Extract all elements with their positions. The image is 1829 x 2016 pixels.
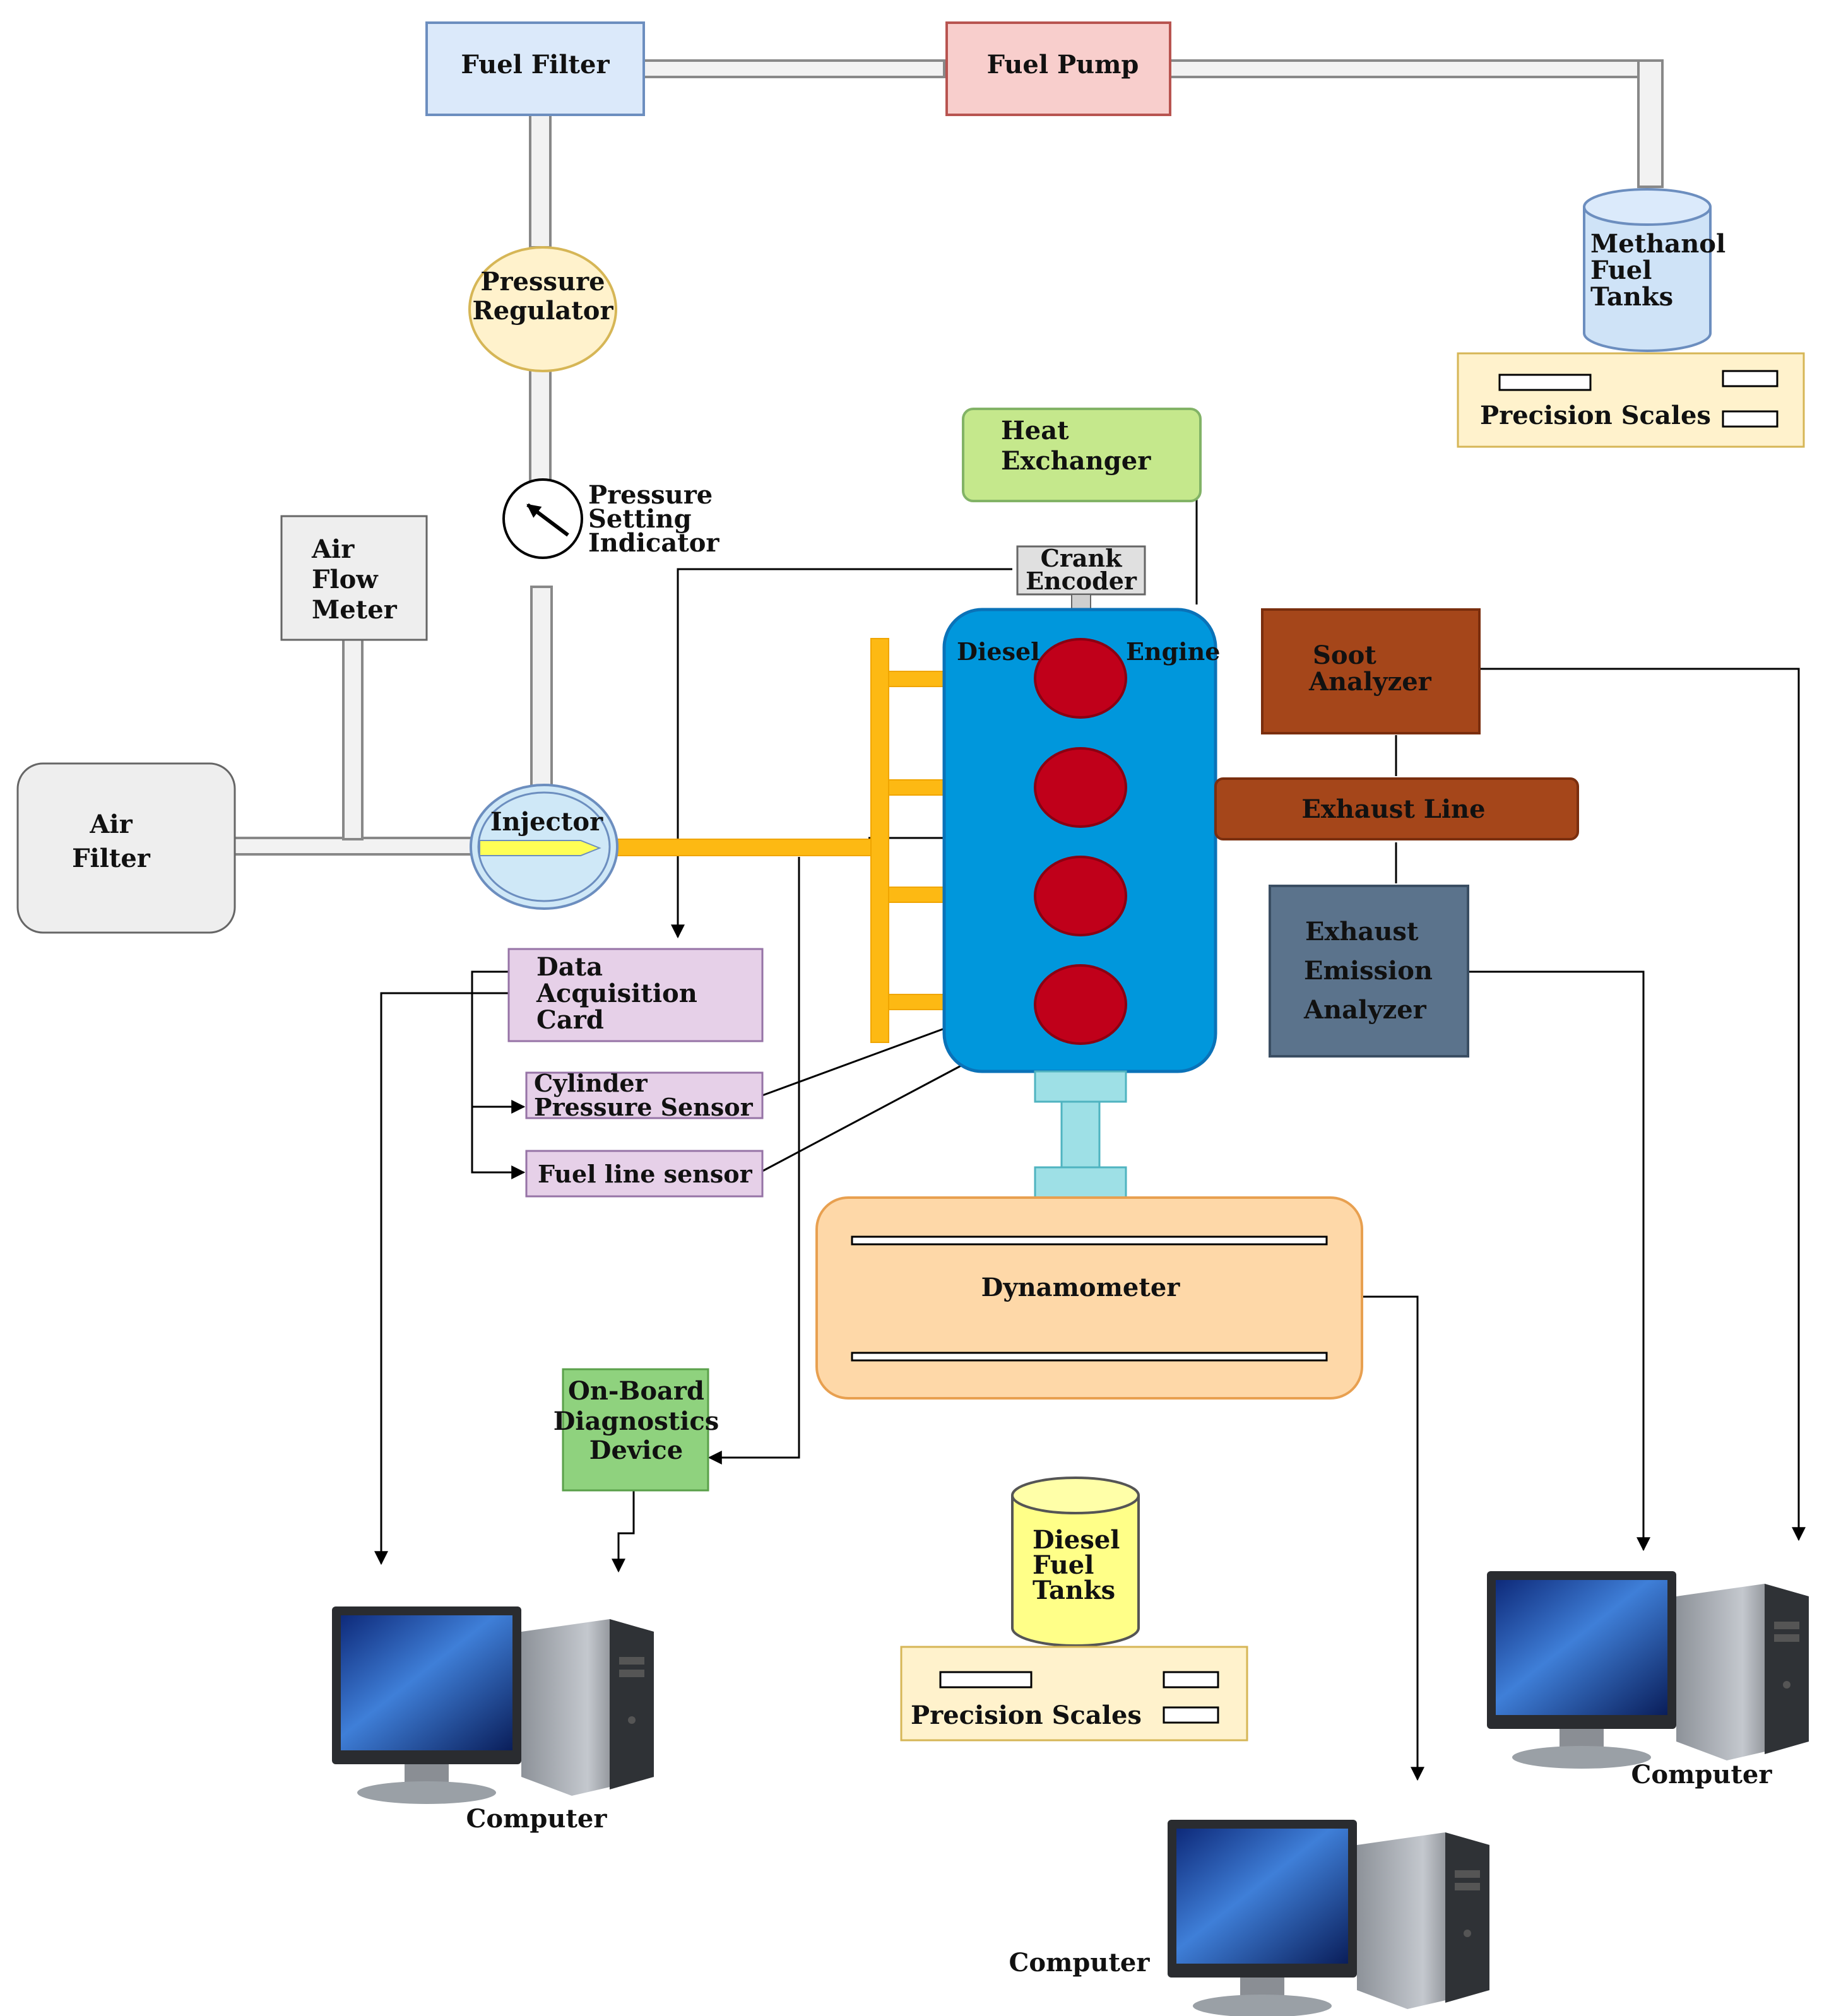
svg-text:Air: Air	[89, 810, 133, 839]
svg-text:Computer: Computer	[466, 1804, 608, 1834]
svg-text:Computer: Computer	[1009, 1948, 1151, 1978]
svg-text:Computer: Computer	[1631, 1760, 1773, 1789]
svg-text:Cylinder: Cylinder	[534, 1069, 648, 1097]
air-flow-meter: Air Flow Meter	[280, 515, 428, 641]
svg-text:Emission: Emission	[1304, 956, 1433, 986]
svg-text:On-Board: On-Board	[568, 1376, 704, 1406]
svg-text:Diesel: Diesel	[1033, 1525, 1120, 1555]
svg-text:Encoder: Encoder	[1026, 567, 1137, 595]
fuel-pump: Fuel Pump	[945, 21, 1171, 116]
cylinder-3	[1034, 856, 1127, 936]
svg-text:Crank: Crank	[1041, 544, 1123, 572]
precision-scales-diesel: Precision Scales	[900, 1646, 1248, 1742]
svg-text:Fuel line sensor: Fuel line sensor	[538, 1160, 753, 1188]
intake-manifold	[615, 638, 947, 1043]
svg-text:Heat: Heat	[1001, 416, 1069, 445]
exhaust-emission-analyzer: Exhaust Emission Analyzer	[1269, 885, 1469, 1058]
svg-text:Fuel: Fuel	[1590, 256, 1652, 285]
svg-text:Device: Device	[589, 1435, 683, 1465]
svg-text:Analyzer: Analyzer	[1303, 995, 1427, 1025]
svg-text:Exchanger: Exchanger	[1001, 446, 1151, 476]
on-board-diagnostics-device: On-Board Diagnostics Device	[553, 1368, 719, 1492]
svg-text:Filter: Filter	[72, 844, 151, 873]
svg-text:Indicator: Indicator	[588, 528, 719, 558]
fuel-pipes	[232, 59, 1664, 856]
cylinder-4	[1034, 964, 1127, 1045]
methanol-fuel-tanks: Methanol Fuel Tanks	[1583, 188, 1725, 352]
svg-text:Pressure: Pressure	[588, 480, 713, 510]
svg-text:Diagnostics: Diagnostics	[553, 1406, 719, 1436]
diesel-fuel-tanks: Diesel Fuel Tanks	[1011, 1477, 1140, 1647]
heat-exchanger: Heat Exchanger	[962, 408, 1202, 502]
svg-text:Pressure: Pressure	[480, 267, 605, 297]
computer-bottom: Computer	[1009, 1820, 1489, 2016]
fuel-line-sensor: Fuel line sensor	[525, 1150, 764, 1198]
svg-text:Meter: Meter	[312, 595, 398, 625]
svg-text:Methanol: Methanol	[1590, 229, 1725, 259]
svg-text:Fuel: Fuel	[1033, 1550, 1094, 1580]
svg-text:Acquisition: Acquisition	[536, 979, 697, 1008]
svg-text:Dynamometer: Dynamometer	[981, 1273, 1181, 1302]
computer-left: Computer	[332, 1606, 654, 1834]
pressure-setting-indicator: Pressure Setting Indicator	[502, 478, 719, 559]
cylinder-2	[1034, 747, 1127, 828]
computer-right: Computer	[1487, 1571, 1809, 1789]
exhaust-line: Exhaust Line	[1214, 777, 1579, 840]
diesel-engine: Diesel Engine	[942, 608, 1220, 1073]
svg-text:Fuel Filter: Fuel Filter	[461, 50, 610, 80]
crank-encoder: Crank Encoder	[1016, 544, 1146, 613]
cylinder-pressure-sensor: Cylinder Pressure Sensor	[525, 1069, 764, 1121]
svg-text:Soot: Soot	[1313, 640, 1376, 670]
svg-text:Precision Scales: Precision Scales	[1480, 401, 1711, 430]
drive-shaft	[1034, 1070, 1127, 1199]
soot-analyzer: Soot Analyzer	[1261, 608, 1481, 734]
svg-text:Tanks: Tanks	[1590, 282, 1673, 312]
data-acquisition-card: Data Acquisition Card	[507, 948, 764, 1042]
svg-text:Air: Air	[311, 534, 355, 564]
svg-text:Data: Data	[536, 952, 603, 982]
air-filter: Air Filter	[16, 762, 236, 934]
svg-text:Analyzer: Analyzer	[1308, 667, 1432, 697]
svg-text:Exhaust Line: Exhaust Line	[1301, 794, 1485, 824]
svg-text:Fuel Pump: Fuel Pump	[987, 50, 1139, 80]
svg-text:Exhaust: Exhaust	[1305, 917, 1419, 946]
dynamometer: Dynamometer	[815, 1196, 1363, 1400]
cylinder-1	[1034, 638, 1127, 719]
fuel-filter: Fuel Filter	[425, 21, 645, 116]
svg-text:Engine: Engine	[1126, 637, 1220, 666]
svg-text:Pressure Sensor: Pressure Sensor	[534, 1093, 754, 1121]
svg-text:Regulator: Regulator	[472, 296, 613, 326]
svg-text:Precision Scales: Precision Scales	[911, 1701, 1142, 1730]
svg-text:Setting: Setting	[588, 504, 692, 534]
svg-text:Card: Card	[536, 1005, 604, 1035]
pressure-regulator: Pressure Regulator	[468, 246, 617, 372]
injector: Injector	[470, 784, 619, 910]
svg-text:Diesel: Diesel	[957, 637, 1040, 666]
precision-scales-methanol: Precision Scales	[1457, 352, 1805, 448]
svg-text:Flow: Flow	[312, 565, 379, 594]
svg-text:Injector: Injector	[490, 807, 603, 837]
svg-text:Tanks: Tanks	[1033, 1576, 1115, 1605]
